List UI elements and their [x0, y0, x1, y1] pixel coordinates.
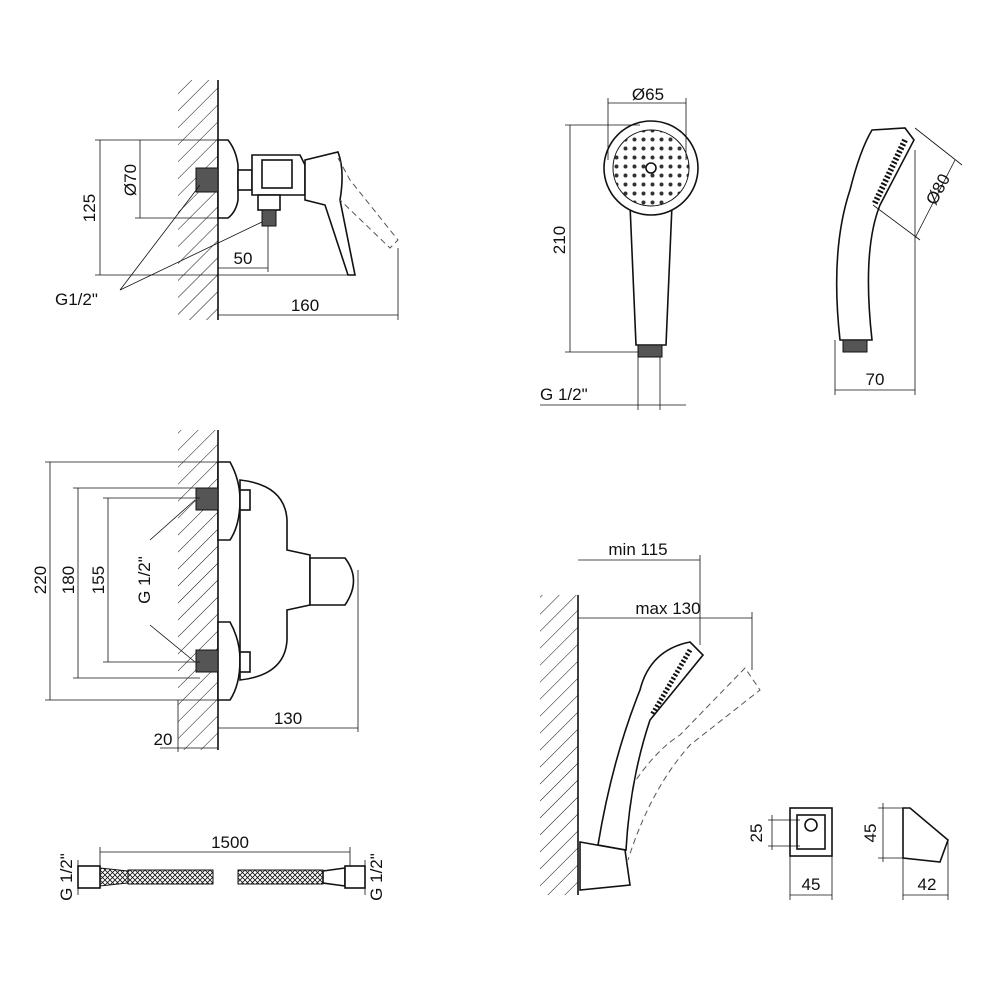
- holder-front-view: 25 45: [747, 807, 833, 900]
- wall-hatch: [178, 80, 218, 320]
- dim-height: 25: [747, 824, 766, 843]
- dim-centers: 155: [89, 566, 108, 594]
- lever: [304, 151, 356, 276]
- dim-max: max 130: [635, 599, 700, 618]
- mixer-side-view: 125 Ø70 50 160 G1/2": [55, 80, 399, 320]
- dim-depth: 160: [291, 296, 319, 315]
- flange: [217, 139, 239, 219]
- dim-length: 1500: [211, 833, 249, 852]
- thread-left: G 1/2": [57, 853, 76, 901]
- dim-width: 45: [802, 875, 821, 894]
- dim-depth: 70: [866, 370, 885, 389]
- dim-height: 45: [861, 824, 880, 843]
- dim-diameter: Ø65: [632, 85, 664, 104]
- thread-label: G1/2": [55, 290, 98, 309]
- dim-diameter: Ø70: [121, 164, 140, 196]
- dim-wall: 20: [154, 730, 173, 749]
- thread-label: G 1/2": [540, 385, 588, 404]
- hand-shower-side-view: Ø80 70: [834, 127, 963, 395]
- dim-projection: 130: [274, 709, 302, 728]
- dim-total: 220: [31, 566, 50, 594]
- dim-min: min 115: [608, 540, 667, 559]
- holder-assembly-view: min 115 max 130: [540, 540, 761, 895]
- dim-offset: 50: [234, 249, 253, 268]
- dim-diameter: Ø80: [922, 171, 954, 208]
- holder-side-view: 45 42: [861, 803, 949, 900]
- dim-depth: 42: [918, 875, 937, 894]
- hose-view: 1500 G 1/2" G 1/2": [57, 833, 386, 901]
- thread-label: G 1/2": [135, 556, 154, 604]
- thread-right: G 1/2": [367, 853, 386, 901]
- hand-shower-front-view: Ø65 210 G 1/2": [540, 85, 699, 410]
- dim-length: 210: [550, 226, 569, 254]
- mixer-front-view: 220 180 155 G 1/2" 20 130: [31, 430, 359, 752]
- dim-height: 125: [80, 194, 99, 222]
- dim-span: 180: [59, 566, 78, 594]
